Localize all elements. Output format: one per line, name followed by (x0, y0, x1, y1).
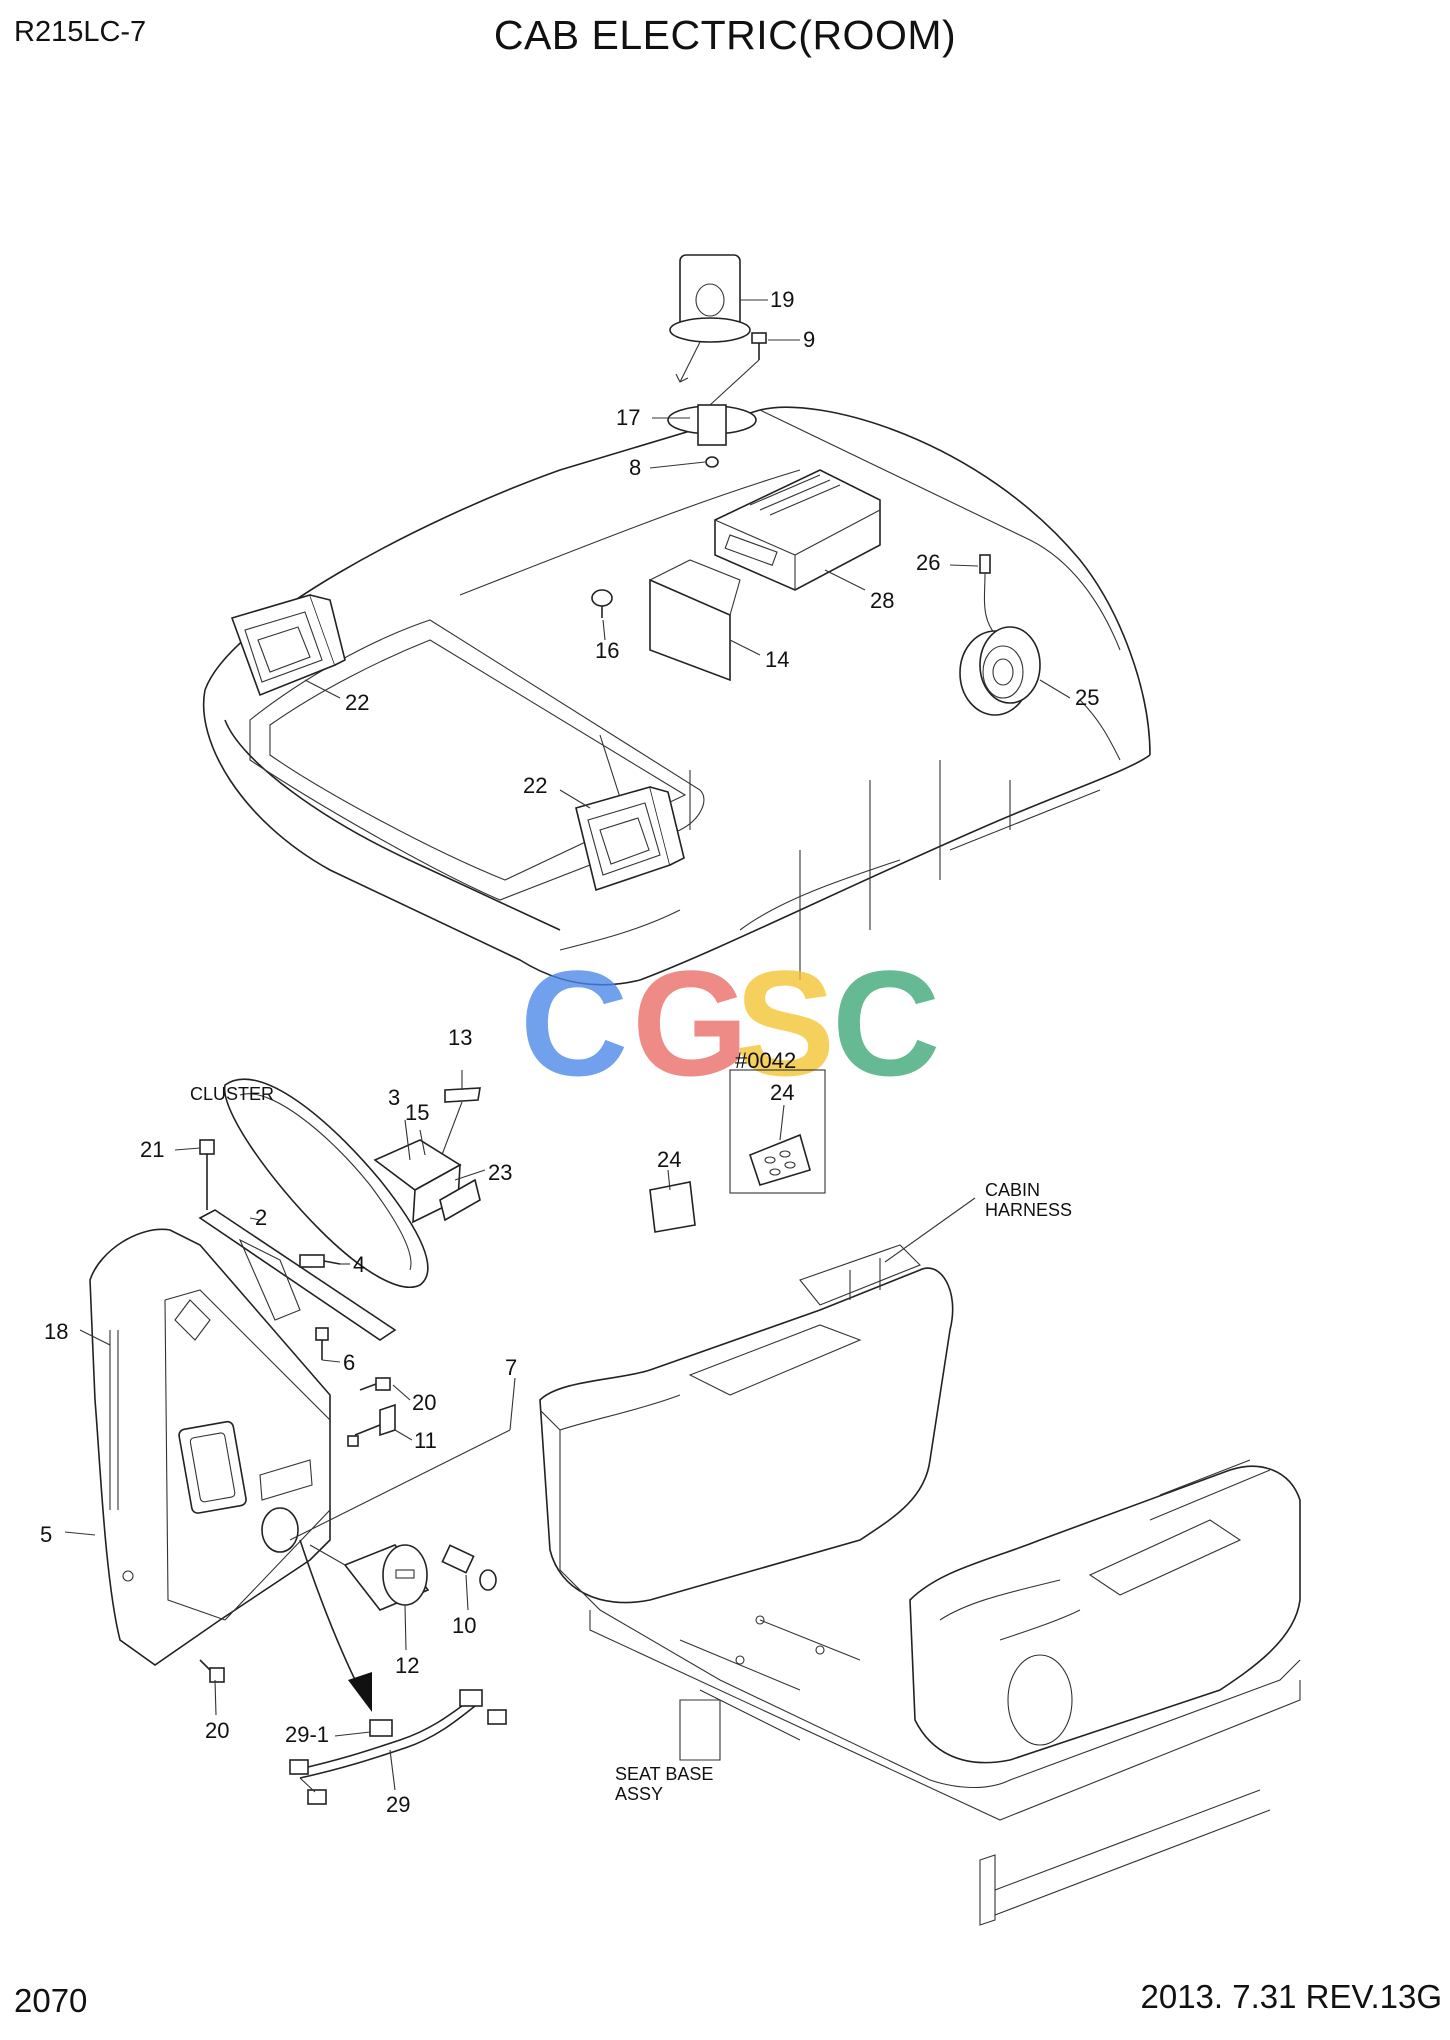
callout-23: 23 (488, 1160, 512, 1185)
serial-note: #0042 (735, 1048, 796, 1073)
diagram-text-labels: CLUSTER #0042 CABIN HARNESS SEAT BASE AS… (190, 1048, 1072, 1804)
work-lamp-right (575, 786, 685, 892)
bolt-21 (199, 1139, 215, 1210)
callout-20-upper: 20 (412, 1390, 436, 1415)
radio-unit (714, 469, 881, 591)
callout-16: 16 (595, 638, 619, 663)
seat-base-label-line2: ASSY (615, 1784, 663, 1804)
speaker (959, 626, 1041, 716)
callout-11: 11 (414, 1428, 437, 1453)
callout-8: 8 (629, 455, 641, 480)
screws-20-11 (347, 1377, 396, 1447)
callout-20-lower: 20 (205, 1718, 229, 1743)
cabin-harness-label-line2: HARNESS (985, 1200, 1072, 1220)
beacon-lamp (669, 254, 751, 383)
watermark-letter: C (520, 939, 628, 1107)
bolt-4 (299, 1254, 341, 1268)
bolt-6 (315, 1327, 329, 1360)
callout-3: 3 (388, 1085, 400, 1110)
callout-13: 13 (448, 1025, 472, 1050)
callout-10: 10 (452, 1613, 476, 1638)
harness-29 (289, 1689, 507, 1805)
side-console-panel (89, 1228, 331, 1666)
callout-25: 25 (1075, 685, 1099, 710)
callout-22-right: 22 (523, 773, 547, 798)
watermark-letter: S (735, 939, 835, 1107)
bolt-9 (709, 332, 767, 406)
callout-14: 14 (765, 647, 789, 672)
revision-date: 2013. 7.31 REV.13G (1140, 1978, 1442, 2015)
model-label: R215LC-7 (14, 16, 147, 48)
watermark-letter: G (632, 939, 749, 1107)
seat-base-label-line1: SEAT BASE (615, 1764, 713, 1784)
callout-numbers: 19 9 17 8 28 26 16 14 25 22 22 13 3 15 2… (40, 287, 1099, 1817)
callout-26: 26 (916, 550, 940, 575)
callout-4: 4 (353, 1252, 365, 1277)
cluster-bracket-2 (198, 1209, 397, 1341)
screw-16 (591, 589, 613, 618)
bracket-17 (667, 404, 757, 468)
seat-base-drawing (539, 1244, 1301, 1926)
switch-24-loose (649, 1181, 696, 1233)
roof-leader-lines (304, 299, 1071, 809)
watermark-letter: C (832, 939, 940, 1107)
switch-panel-13-3-15-23 (373, 1087, 481, 1224)
work-lamp-left (230, 594, 346, 697)
switch-24-boxed (729, 1069, 826, 1194)
callout-24-boxed: 24 (770, 1080, 794, 1105)
cabin-harness-label-line1: CABIN (985, 1180, 1040, 1200)
callout-12: 12 (395, 1653, 419, 1678)
callout-5: 5 (40, 1522, 52, 1547)
cab-roof-drawing (202, 406, 1151, 986)
page-number: 2070 (14, 1982, 88, 2019)
cluster-label: CLUSTER (190, 1084, 274, 1104)
callout-28: 28 (870, 588, 894, 613)
hourmeter-12 (309, 1544, 430, 1611)
lower-leader-lines (64, 1070, 976, 1791)
page-title: CAB ELECTRIC(ROOM) (493, 12, 957, 58)
callout-21: 21 (140, 1137, 164, 1162)
callout-15: 15 (405, 1100, 429, 1125)
bolt-20-lower (199, 1659, 225, 1683)
watermark: C G S C (520, 939, 940, 1107)
callout-24-loose: 24 (657, 1147, 681, 1172)
callout-17: 17 (616, 405, 640, 430)
switch-10 (441, 1544, 497, 1591)
callout-22-left: 22 (345, 690, 369, 715)
cluster-drawing (223, 1078, 429, 1288)
callout-29: 29 (386, 1792, 410, 1817)
callout-18: 18 (44, 1319, 68, 1344)
connector-26 (979, 554, 1001, 641)
callout-29-1: 29-1 (285, 1722, 329, 1747)
callout-2: 2 (255, 1205, 267, 1230)
callout-7: 7 (505, 1355, 517, 1380)
arrow-to-harness (299, 1539, 372, 1712)
radio-bracket-14 (649, 559, 741, 682)
callout-6: 6 (343, 1350, 355, 1375)
callout-9: 9 (803, 327, 815, 352)
callout-19: 19 (770, 287, 794, 312)
